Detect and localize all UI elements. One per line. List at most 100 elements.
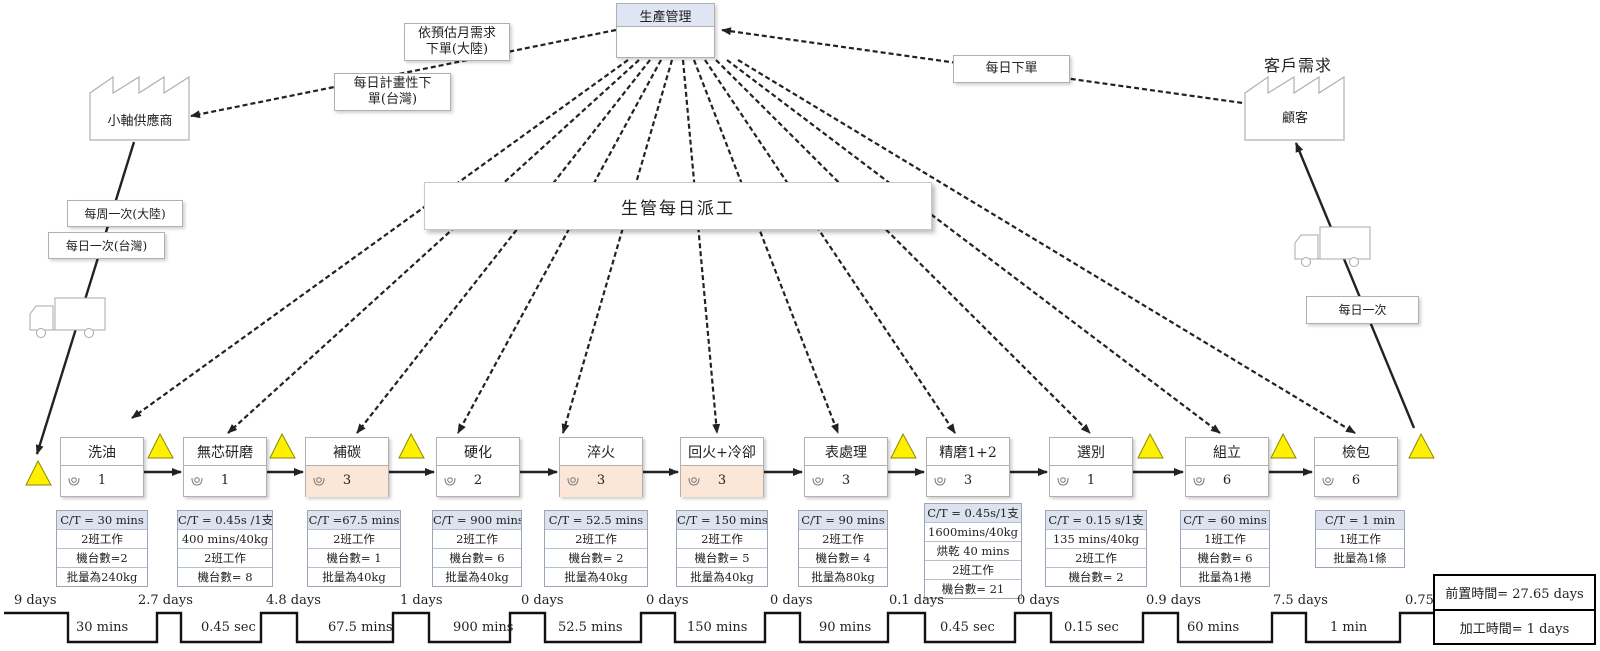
process-name: 淬火 [560,438,642,466]
supplier-truck-icon [29,297,106,338]
process-data-row: 機台數= 5 [677,549,767,568]
process-name: 組立 [1186,438,1268,466]
process-time-total: 加工時間= 1 days [1435,609,1594,644]
timeline-days-label: 0.1 days [889,593,944,608]
process-data-row: 2班工作 [178,549,272,568]
operator-icon [934,477,946,486]
operator-count: 3 [841,473,851,488]
process-data-row: C/T = 30 mins [57,511,147,530]
operator-count: 2 [473,473,483,488]
operator-icon [1322,477,1334,486]
process-name: 洗油 [61,438,143,466]
operator-icon [812,477,824,486]
lead-time-total: 前置時間= 27.65 days [1445,587,1584,602]
process-data-row: 135 mins/40kg [1046,530,1146,549]
timeline-days-label: 0 days [770,593,813,608]
process-data-row: 1班工作 [1316,530,1404,549]
timeline-days-label: 0 days [646,593,689,608]
inventory-triangle-icon [890,433,917,459]
process-body: 3 [560,466,642,497]
process-name: 選別 [1050,438,1132,466]
process-data-row: 機台數= 2 [545,549,647,568]
process-data-row: 烘乾 40 mins [925,542,1021,561]
daily-dispatch-box: 生管每日派工 [424,182,932,230]
dispatch-dashed-arrow [692,59,840,434]
timeline-process-time-label: 0.45 sec [201,620,256,635]
dispatch-dashed-arrow [457,59,662,434]
operator-icon [68,477,80,486]
timeline-days-label: 7.5 days [1273,593,1328,608]
process-data-row: C/T = 52.5 mins [545,511,647,530]
inventory-triangle-icon [269,433,296,459]
timeline-days-label: 1 days [400,593,443,608]
customer-factory-icon [1244,75,1345,141]
timeline-days-label: 4.8 days [266,593,321,608]
operator-count: 3 [717,473,727,488]
process-data-row: 1600mins/40kg [925,523,1021,542]
inventory-triangle-icon [398,433,425,459]
process-data-row: 批量為80kg [811,570,875,584]
process-body: 1 [184,466,266,497]
timeline-process-time-label: 900 mins [453,620,514,635]
process-body: 6 [1315,466,1397,497]
production-control-box: 生產管理 [616,3,715,58]
process-data-row: 批量為40kg [564,570,628,584]
operator-count: 1 [97,473,107,488]
process-data-row: 2班工作 [545,530,647,549]
process-body: 3 [681,466,763,497]
process-data-row: 機台數= 21 [941,582,1005,596]
process-data-row: 機台數= 8 [197,570,253,584]
operator-icon [1057,477,1069,486]
process-data-row: 機台數= 6 [433,549,521,568]
process-data-row: 2班工作 [308,530,400,549]
process-body: 1 [1050,466,1132,497]
inventory-triangle-icon [1408,433,1435,459]
process-name: 檢包 [1315,438,1397,466]
supplier-weekly-shipping-label: 每周一次(大陸) [67,200,183,227]
production-control-label: 生產管理 [617,4,714,27]
process-box: 回火+冷卻 3 [680,437,764,497]
process-data-row: C/T = 150 mins [677,511,767,530]
timeline-process-time-label: 30 mins [76,620,129,635]
timeline-process-time-label: 0.15 sec [1064,620,1119,635]
timeline-process-time-label: 0.45 sec [940,620,995,635]
process-name: 回火+冷卻 [681,438,763,466]
process-data-row: C/T = 0.45s /1支 [178,511,272,530]
process-data-row: 2班工作 [925,561,1021,580]
operator-icon [688,477,700,486]
inventory-triangle-icon [25,460,52,486]
process-body: 3 [927,466,1009,497]
process-body: 1 [61,466,143,497]
process-body: 6 [1186,466,1268,497]
summary-box: 前置時間= 27.65 days 加工時間= 1 days [1433,574,1596,645]
process-data-row: 批量為1捲 [1198,570,1252,584]
process-data-row: C/T = 0.45s/1支 [925,504,1021,523]
customer-daily-shipping-label: 每日一次 [1306,296,1419,324]
inventory-triangle-icon [1270,433,1297,459]
operator-count: 3 [963,473,973,488]
daily-plan-order-label: 每日計畫性下 單(台灣) [334,73,451,111]
process-data-row: 批量為40kg [445,570,509,584]
operator-icon [313,477,325,486]
process-data-row: 批量為40kg [322,570,386,584]
supplier-label: 小軸供應商 [107,114,173,129]
supplier-daily-shipping-label: 每日一次(台灣) [48,232,165,259]
dispatch-dashed-arrow [227,59,640,434]
timeline-days-label: 9 days [14,593,57,608]
process-data-row: 批量為40kg [690,570,754,584]
process-body: 3 [306,466,388,497]
process-body: 2 [437,466,519,497]
